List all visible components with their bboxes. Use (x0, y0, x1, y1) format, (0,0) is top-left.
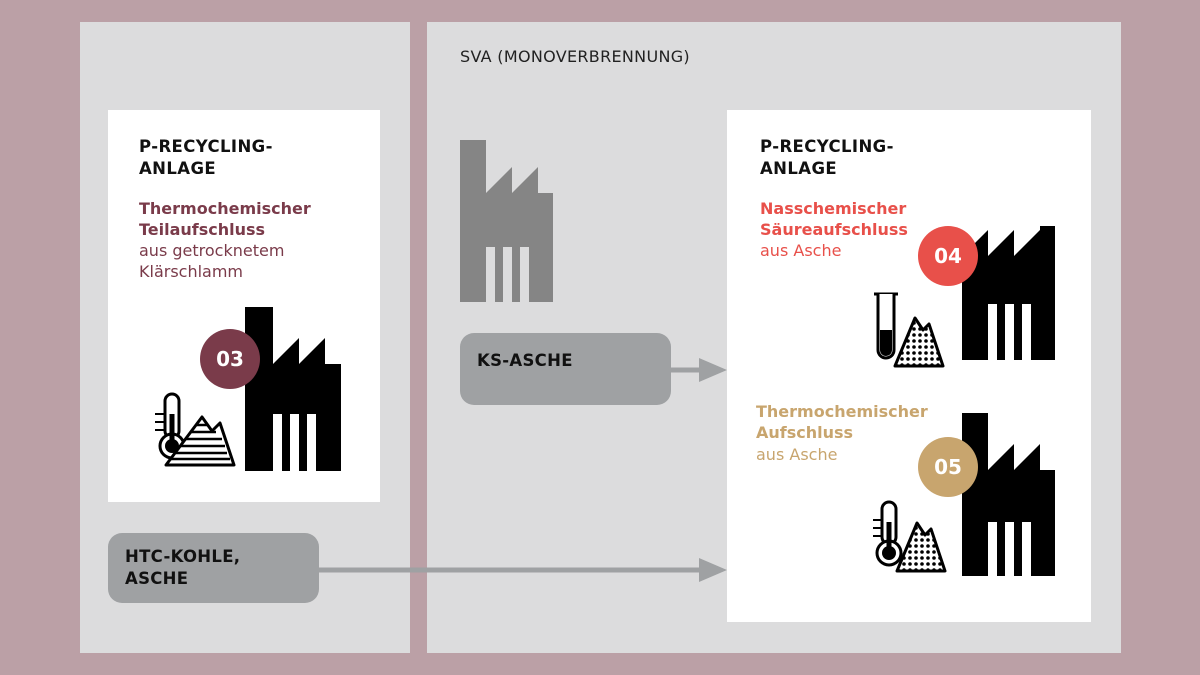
thermometer-icon (155, 392, 186, 460)
process-05-description: aus Asche (756, 445, 838, 464)
left-process-name: Thermochemischer Teilaufschluss (139, 198, 311, 240)
left-desc-line2: Klärschlamm (139, 262, 244, 281)
test-tube-icon (874, 292, 898, 360)
left-process-description: aus getrocknetem Klärschlamm (139, 240, 284, 282)
step-badge-05: 05 (918, 437, 978, 497)
process-05-line2: Aufschluss (756, 423, 854, 442)
arrow-right-icon (319, 558, 727, 582)
process-04-line2: Säureaufschluss (760, 220, 908, 239)
process-05-line1: Thermochemischer (756, 402, 928, 421)
right-card-title-line1: P-RECYCLING- (760, 137, 894, 156)
left-process-line2: Teilaufschluss (139, 220, 266, 239)
factory-icon (962, 413, 1055, 576)
process-04-description: aus Asche (760, 241, 842, 260)
htc-label-line1: HTC-KOHLE, (125, 547, 241, 566)
left-card-title: P-RECYCLING- ANLAGE (139, 136, 273, 180)
right-card-title: P-RECYCLING- ANLAGE (760, 136, 894, 180)
thermometer-icon (873, 500, 903, 567)
left-card-title-line2: ANLAGE (139, 159, 217, 178)
process-04-line1: Nasschemischer (760, 199, 907, 218)
factory-icon (245, 307, 341, 471)
left-process-line1: Thermochemischer (139, 199, 311, 218)
htc-label-line2: ASCHE (125, 569, 189, 588)
ash-pile-icon (895, 521, 947, 573)
factory-icon (962, 226, 1055, 360)
ash-pile-icon (164, 415, 236, 467)
left-desc-line1: aus getrocknetem (139, 241, 285, 260)
sva-region-label: SVA (MONOVERBRENNUNG) (460, 47, 690, 66)
left-card-title-line1: P-RECYCLING- (139, 137, 273, 156)
right-card-title-line2: ANLAGE (760, 159, 838, 178)
htc-kohle-asche-pill: HTC-KOHLE, ASCHE (108, 533, 319, 603)
left-recycling-card: P-RECYCLING- ANLAGE Thermochemischer Tei… (108, 110, 380, 502)
arrow-right-icon (671, 358, 727, 382)
process-04-name: Nasschemischer Säureaufschluss (760, 198, 908, 240)
step-badge-04: 04 (918, 226, 978, 286)
ash-pile-icon (893, 316, 945, 368)
step-badge-03: 03 (200, 329, 260, 389)
process-05-name: Thermochemischer Aufschluss (756, 401, 928, 443)
ks-asche-label: KS-ASCHE (477, 351, 573, 370)
ks-asche-pill: KS-ASCHE (460, 333, 671, 405)
factory-icon (460, 140, 553, 302)
